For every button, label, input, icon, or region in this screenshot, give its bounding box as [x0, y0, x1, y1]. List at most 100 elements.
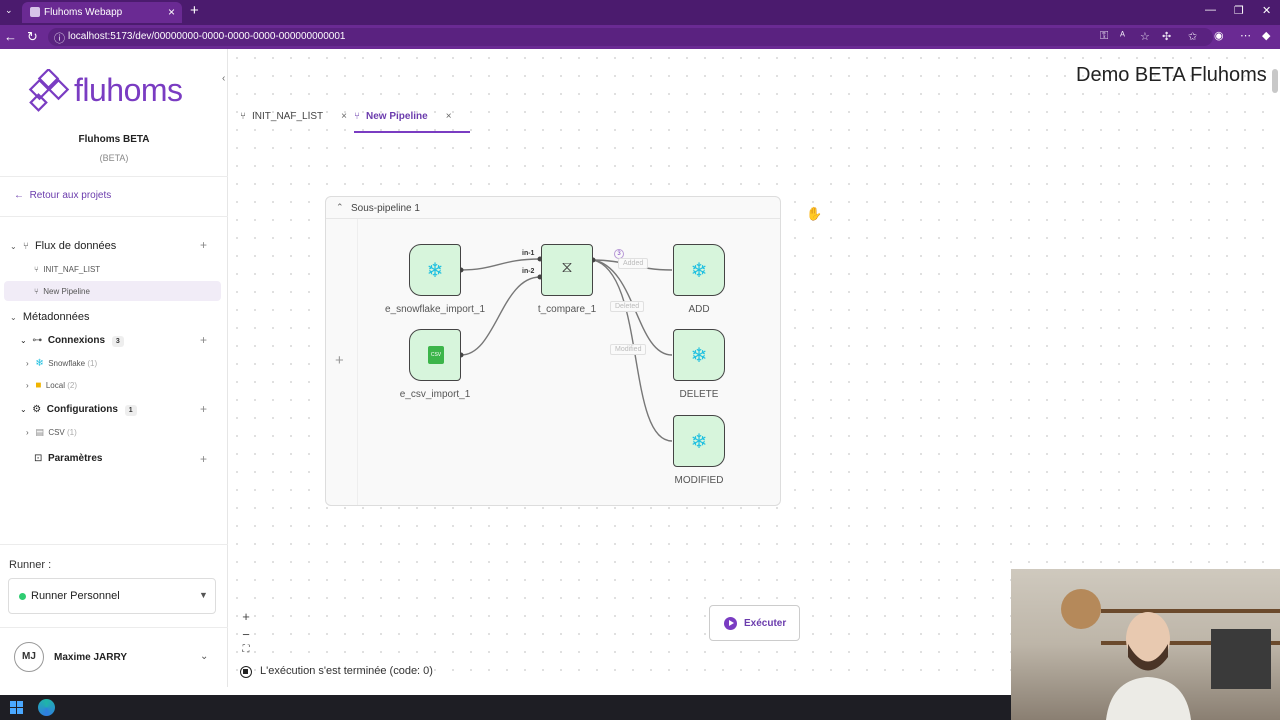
- divider: [0, 216, 228, 217]
- fit-view-icon[interactable]: ⛶: [242, 644, 250, 655]
- tab-menu-icon[interactable]: ⌄: [5, 5, 13, 15]
- sidebar-item-label: Snowflake: [48, 359, 86, 368]
- sidebar-item-csv[interactable]: › ▤ CSV (1): [26, 427, 77, 438]
- edge-csv-compare: [460, 276, 541, 356]
- divider: [0, 176, 228, 177]
- sidebar-item-label: New Pipeline: [43, 287, 90, 296]
- windows-start-icon[interactable]: [10, 701, 24, 715]
- node-csv-import[interactable]: CSV: [409, 329, 461, 381]
- node-label: DELETE: [679, 389, 719, 400]
- hand-cursor-icon: ✋: [806, 206, 823, 221]
- node-snowflake-import[interactable]: ❄: [409, 244, 461, 296]
- subpipeline-header[interactable]: ⌃ Sous-pipeline 1: [326, 197, 780, 219]
- site-info-icon[interactable]: ⓘ: [54, 33, 65, 45]
- tab-label: INIT_NAF_LIST: [252, 111, 324, 122]
- back-to-projects-link[interactable]: ← Retour aux projets: [14, 190, 111, 201]
- pipeline-icon: ⑂: [354, 111, 360, 122]
- extensions-icon[interactable]: ✣: [1162, 31, 1172, 43]
- snowflake-icon: ❄: [690, 260, 708, 282]
- zoom-in-icon[interactable]: +: [242, 609, 250, 624]
- connexions-header[interactable]: ⌄ ⊶ Connexions 3: [20, 335, 124, 347]
- logo-text: fluhoms: [74, 72, 183, 108]
- scrollbar[interactable]: [1272, 69, 1278, 93]
- add-configuration-icon[interactable]: +: [200, 402, 208, 416]
- snowflake-icon: ❄: [426, 260, 444, 282]
- browser-tab-title: Fluhoms Webapp: [44, 7, 123, 18]
- sidebar-item-new-pipeline[interactable]: [4, 281, 221, 301]
- sidebar-item-count: (2): [67, 381, 77, 390]
- add-parametre-icon[interactable]: +: [200, 452, 208, 466]
- collapse-sidebar-icon[interactable]: ‹: [222, 73, 226, 84]
- close-tab-icon[interactable]: ×: [168, 5, 176, 19]
- node-label: ADD: [688, 304, 710, 315]
- node-compare[interactable]: ⧖: [541, 244, 593, 296]
- sidebar-item-snowflake[interactable]: › ❄ Snowflake (1): [26, 358, 97, 369]
- tab-new-pipeline[interactable]: ⑂ New Pipeline ×: [354, 111, 470, 133]
- stop-icon[interactable]: [240, 666, 252, 678]
- add-node-icon[interactable]: +: [335, 352, 344, 369]
- close-tab-icon[interactable]: ×: [341, 111, 347, 122]
- port-in-2: in-2: [522, 268, 535, 275]
- zoom-out-icon[interactable]: −: [242, 627, 250, 642]
- configurations-count-badge: 1: [124, 405, 137, 416]
- node-label: e_snowflake_import_1: [384, 304, 486, 315]
- settings-box-icon: ⊡: [34, 453, 43, 464]
- zoom-controls: + − ⛶: [238, 609, 254, 655]
- avatar[interactable]: MJ: [14, 642, 44, 672]
- close-tab-icon[interactable]: ×: [445, 111, 452, 122]
- chevron-right-icon: ›: [26, 428, 29, 437]
- profile-icon[interactable]: ◉: [1214, 30, 1224, 42]
- runner-selected-value: Runner Personnel: [31, 590, 120, 602]
- url-field[interactable]: ⓘ localhost:5173/dev/00000000-0000-0000-…: [48, 28, 1213, 46]
- edge-browser-icon[interactable]: [38, 699, 55, 716]
- key-icon[interactable]: ⚿: [1100, 30, 1109, 42]
- flux-section-header[interactable]: ⌄ ⑂ Flux de données: [10, 240, 116, 252]
- metadata-section-header[interactable]: ⌄ Métadonnées: [10, 311, 90, 323]
- copilot-icon[interactable]: ◆: [1262, 30, 1271, 42]
- snowflake-icon: ❄: [35, 358, 44, 369]
- translate-icon[interactable]: ᴬ: [1120, 30, 1125, 42]
- parametres-item[interactable]: ⊡ Paramètres: [34, 453, 102, 464]
- divider: [0, 627, 228, 628]
- node-add[interactable]: ❄: [673, 244, 725, 296]
- close-window-icon[interactable]: ✕: [1262, 5, 1272, 17]
- subpipeline-group[interactable]: ⌃ Sous-pipeline 1 + ❄ e_snowflake_imp: [325, 196, 781, 506]
- node-delete[interactable]: ❄: [673, 329, 725, 381]
- chevron-up-icon[interactable]: ⌃: [336, 202, 344, 212]
- sidebar: fluhoms ‹ Fluhoms BETA (BETA) ← Retour a…: [0, 49, 228, 687]
- favicon-icon: [30, 7, 40, 17]
- configurations-label: Configurations: [46, 404, 118, 415]
- add-flux-icon[interactable]: +: [200, 238, 208, 252]
- snowflake-icon: ❄: [690, 345, 708, 367]
- chevron-down-icon: ⌄: [10, 313, 17, 322]
- person-image: [1106, 612, 1191, 720]
- node-label: MODIFIED: [674, 475, 724, 486]
- tab-init-naf-list[interactable]: ⑂INIT_NAF_LIST×: [240, 111, 347, 133]
- add-connexion-icon[interactable]: +: [200, 333, 208, 347]
- configurations-header[interactable]: ⌄ ⚙ Configurations 1: [20, 404, 137, 416]
- divider: [0, 544, 228, 545]
- edge-label-modified: Modified: [610, 344, 647, 355]
- sidebar-item-init-naf-list[interactable]: ⑂ INIT_NAF_LIST: [34, 265, 100, 274]
- favorite-star-icon[interactable]: ☆: [1140, 31, 1150, 43]
- tab-label: New Pipeline: [366, 111, 428, 122]
- webcam-overlay: [1011, 569, 1280, 720]
- browser-tab[interactable]: Fluhoms Webapp ×: [22, 2, 182, 23]
- maximize-icon[interactable]: ❐: [1234, 5, 1244, 17]
- chevron-down-icon[interactable]: ⌄: [200, 651, 209, 662]
- node-modified[interactable]: ❄: [673, 415, 725, 467]
- sidebar-item-local[interactable]: › ■ Local (2): [26, 380, 77, 391]
- url-text: localhost:5173/dev/00000000-0000-0000-00…: [68, 31, 346, 42]
- minimize-icon[interactable]: —: [1205, 4, 1216, 16]
- caret-down-icon: ▼: [199, 590, 208, 600]
- parametres-label: Paramètres: [47, 453, 103, 464]
- new-tab-icon[interactable]: +: [190, 2, 199, 19]
- favorites-icon[interactable]: ✩: [1188, 31, 1198, 43]
- reload-icon[interactable]: ↻: [27, 29, 38, 44]
- more-menu-icon[interactable]: ⋯: [1240, 30, 1251, 42]
- runner-select[interactable]: Runner Personnel ▼: [8, 578, 216, 614]
- address-bar-row: ← ↻ ⓘ localhost:5173/dev/00000000-0000-0…: [0, 25, 1280, 49]
- execute-button[interactable]: Exécuter: [709, 605, 800, 641]
- back-icon[interactable]: ←: [4, 29, 17, 44]
- gear-icon: ⚙: [32, 404, 42, 415]
